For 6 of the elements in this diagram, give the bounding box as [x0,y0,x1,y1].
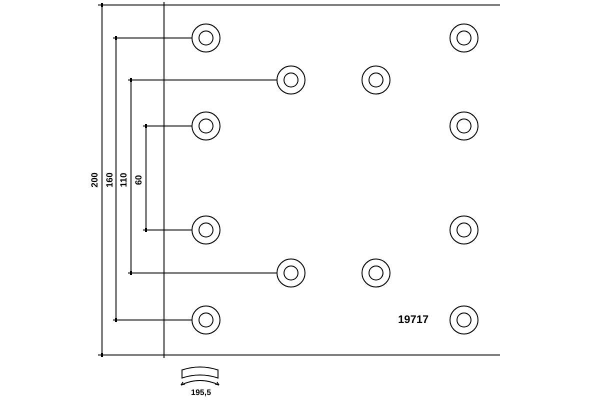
dimension-label: 110 [120,172,128,188]
dimension-label: 200 [90,172,100,188]
dimension-label: 195,5 [191,389,212,397]
dimension-label: 60 [134,175,144,185]
part-number: 19717 [398,315,429,326]
dimension-label: 160 [106,172,114,188]
